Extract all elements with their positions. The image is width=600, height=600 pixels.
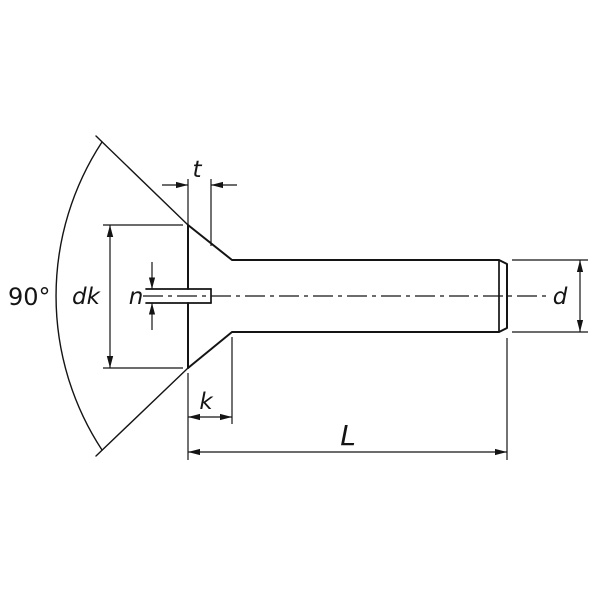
screw-outline [145,224,508,369]
slot [145,288,212,304]
k-arrow-right [220,413,232,421]
label-L: L [340,419,356,452]
t-arrow-left [176,181,188,189]
d-arrow-top [576,260,584,272]
n-arrow-bottom [148,303,156,315]
n-arrow-top [148,277,156,289]
t-arrow-right [211,181,223,189]
angle-line-bottom [95,367,189,457]
d-arrow-bottom [576,320,584,332]
dimension-n: n [129,262,156,330]
k-arrow-left [188,413,200,421]
screw-profile [187,224,508,369]
dimension-L: L [188,338,508,460]
angle-arc [55,141,103,451]
construction-lines [55,135,189,457]
dimension-t: t [162,157,237,246]
label-n: n [129,284,144,310]
dk-arrow-top [106,225,114,237]
label-d: d [553,284,568,310]
dimension-dk: dk [72,224,183,369]
dk-arrow-bottom [106,356,114,368]
label-k: k [199,389,214,415]
label-countersink-angle: 90° [8,283,51,311]
L-arrow-right [495,448,507,456]
dimension-d: d [512,259,588,333]
dimension-k: k [187,337,233,460]
angle-line-top [95,135,189,226]
L-arrow-left [188,448,200,456]
label-dk: dk [72,284,102,310]
label-t: t [192,157,202,183]
